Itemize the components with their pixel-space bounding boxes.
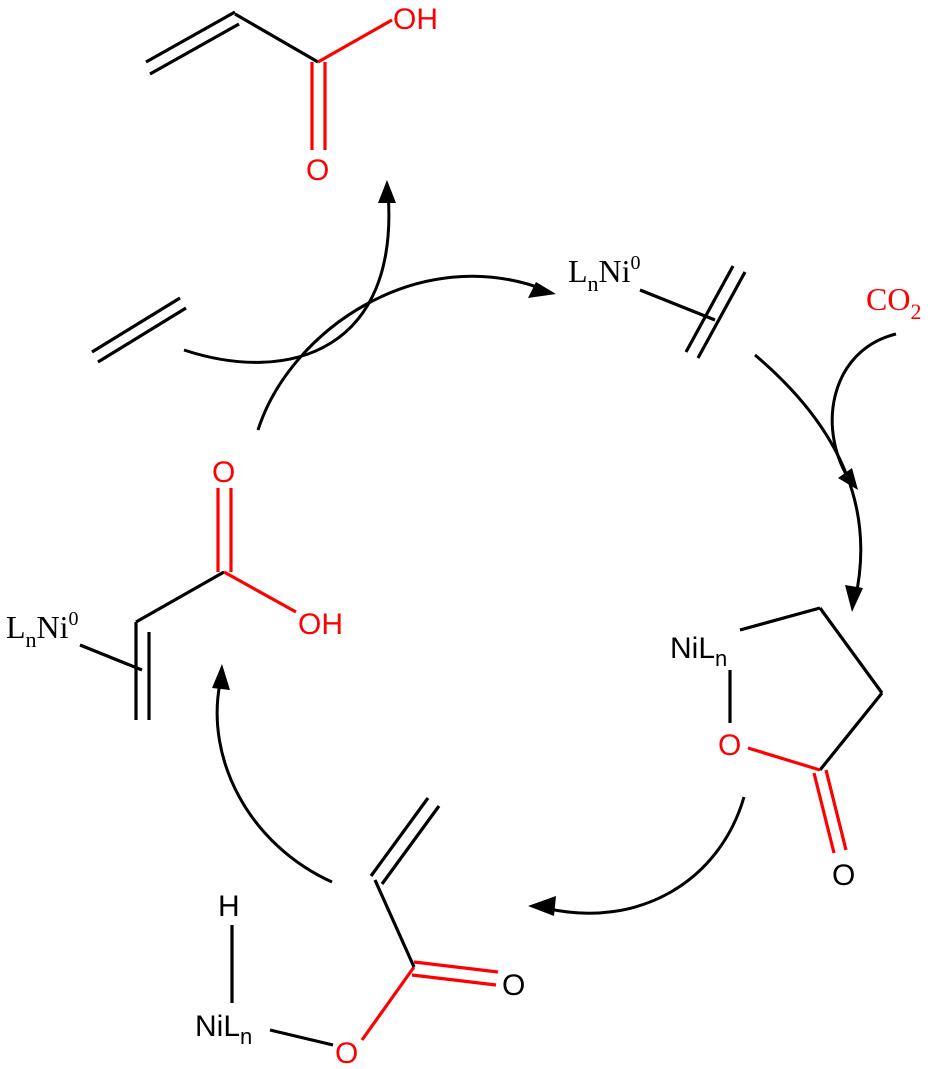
ethylene-bond-b: [97, 306, 187, 364]
arrowhead-left-arc: [212, 664, 230, 690]
vinyl-double-bond-a: [145, 10, 236, 64]
ni-complex-label: LnNi0: [568, 252, 641, 296]
arrow-bottom-arc: [544, 796, 746, 915]
c-oh-bond: [223, 570, 297, 614]
ni0-acrylic-acid-complex: LnNi0 O OH: [6, 456, 343, 720]
c-o-double-bond-a: [812, 772, 836, 854]
ni-complex-label: LnNi0: [6, 608, 79, 652]
vinyl-double-bond-a: [369, 797, 430, 877]
ch2-ch2-bond: [818, 607, 884, 694]
ethylene-reagent: [91, 296, 187, 364]
co2-label: CO2: [866, 281, 921, 324]
arrowhead-bottom-arc: [528, 896, 556, 916]
ni-ch2-bond: [739, 606, 821, 632]
ethylene-bond-a: [91, 296, 181, 354]
acrylic-acid-product: OH O: [145, 3, 438, 187]
arrowhead-right-arc: [845, 585, 863, 612]
c-o-double-bond-b: [824, 769, 848, 851]
arrowhead-top-arc: [528, 282, 556, 298]
carbonyl-oxygen-label: O: [832, 859, 855, 892]
ni0-ethylene-complex: LnNi0: [568, 252, 747, 359]
vinyl-double-bond-b: [149, 22, 240, 76]
nickelalactone: NiLn O O: [670, 606, 884, 892]
cycle-arrows: [183, 180, 897, 916]
ca-cc-bond: [234, 12, 319, 64]
ni-label: NiLn: [195, 1010, 252, 1049]
vinyl-double-bond-b: [380, 805, 441, 885]
c-o-double-bond-b: [411, 973, 497, 987]
carbonyl-oxygen-label: O: [502, 969, 525, 1002]
coord-ethylene-bond-a: [684, 265, 735, 353]
alkene-cooh-bond: [135, 570, 225, 624]
co2-reagent: CO2: [866, 281, 921, 324]
ni-ethylene-bond: [639, 288, 716, 322]
arrow-left-arc: [215, 682, 333, 884]
ch2-c-bond: [818, 691, 884, 772]
arrow-co2-in: [830, 332, 897, 485]
arrowhead-co2-in: [838, 468, 858, 490]
o-c-bond: [360, 966, 416, 1041]
carbonyl-oxygen-label: O: [306, 154, 329, 187]
ni-alkene-bond: [79, 643, 143, 672]
ni-o-bond: [269, 1028, 334, 1047]
ni-label: NiLn: [670, 632, 727, 671]
nickel-hydride-acrylate: H NiLn O O: [195, 797, 525, 1069]
c-ch-bond: [373, 879, 416, 968]
c-o-double-bond-a: [413, 960, 499, 974]
hydride-label: H: [218, 890, 240, 923]
coord-ethylene-bond-b: [696, 271, 747, 359]
arrowhead-product-release: [378, 180, 396, 203]
arrow-top-arc: [256, 274, 549, 431]
ester-oxygen-label: O: [335, 1037, 358, 1069]
carbonyl-oxygen-label: O: [212, 456, 235, 489]
o-c-bond: [747, 746, 821, 772]
hydroxyl-label: OH: [393, 3, 438, 36]
c-oh-bond: [317, 18, 393, 64]
arrow-ethylene-exchange: [183, 191, 391, 364]
hydroxyl-label: OH: [298, 608, 343, 641]
ring-oxygen-label: O: [718, 729, 741, 762]
